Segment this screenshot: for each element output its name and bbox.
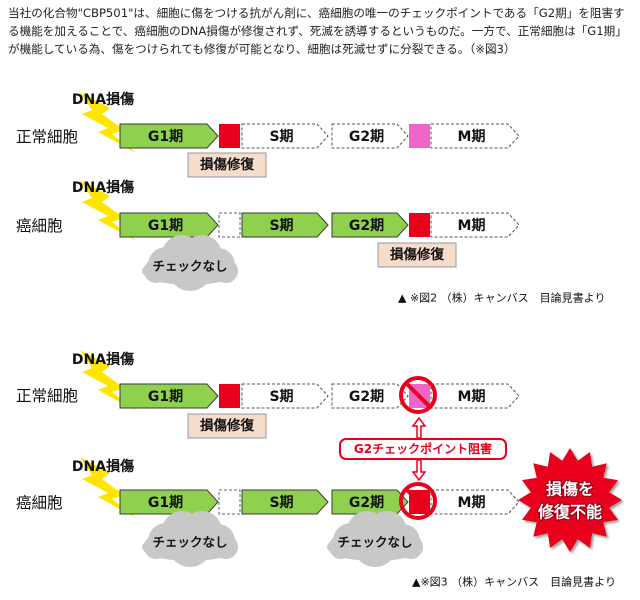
fig2-normal-g1-phase (119, 123, 219, 149)
fig3-normal-repair-box-label: 損傷修復 (200, 417, 254, 434)
fig2-cancer-g1-phase (119, 212, 219, 238)
fig2-cancer-g2-checkpoint (409, 213, 430, 237)
fig3-g2-block-label: G2チェックポイント阻害 (354, 441, 492, 456)
fig2-cancer-g2-phase-label: G2期 (349, 218, 384, 234)
fig2-cancer-lightning (80, 180, 138, 242)
fig3-cancer-g2-phase-label: G2期 (349, 495, 384, 511)
fig3-block-arrow-down-icon (411, 459, 427, 482)
fig2-normal-g1-phase-label: G1期 (148, 129, 183, 145)
fig3-normal-g2-phase-label: G2期 (349, 389, 384, 405)
fig2-cancer-g1-phase-label: G1期 (148, 218, 183, 234)
fig3-normal-prohibit-icon (399, 376, 437, 414)
fig3-normal-s-phase (241, 383, 329, 409)
fig3-cancer-dna-damage-label: DNA損傷 (72, 458, 134, 475)
fig2-normal-s-phase-label: S期 (269, 129, 293, 145)
fig2-cancer-repair-box (377, 242, 457, 268)
fig3-normal-lightning (80, 350, 138, 412)
fig3-cancer-m-phase-label: M期 (458, 495, 486, 511)
fig2-normal-repair-box-label: 損傷修復 (200, 156, 254, 173)
fig3-normal-cell-label: 正常細胞 (16, 387, 78, 405)
fig3-g2-block-box (339, 438, 507, 460)
fig2-cancer-m-phase-label: M期 (458, 218, 486, 234)
fig3-normal-g1-checkpoint (219, 384, 240, 408)
fig2-normal-repair-box (187, 152, 267, 178)
fig3-caption: ▲※図3 （株）キャンバス 目論見書より (412, 575, 616, 589)
fig3-cannot-repair-line1: 損傷を (546, 480, 594, 499)
fig3-cannot-repair-burst (518, 448, 622, 552)
fig3-normal-m-phase-label: M期 (458, 389, 486, 405)
fig3-no-check-cloud-1-label: チェックなし (152, 535, 227, 550)
fig3-normal-g1-phase-label: G1期 (148, 389, 183, 405)
fig3-no-check-cloud-2: チェックなし (327, 511, 423, 567)
fig2-normal-dna-damage-label: DNA損傷 (72, 91, 134, 108)
fig2-normal-lightning (80, 92, 138, 154)
fig3-no-check-cloud-1: チェックなし (142, 511, 238, 567)
fig3-cancer-s-phase-label: S期 (269, 495, 293, 511)
fig2-cancer-cell-label: 癌細胞 (16, 217, 63, 235)
fig2-normal-m-phase-label: M期 (458, 129, 486, 145)
fig3-block-arrow-up-icon (411, 416, 427, 439)
fig2-no-check-cloud-label: チェックなし (152, 259, 227, 274)
intro-text: 当社の化合物"CBP501"は、細胞に傷をつける抗がん剤に、癌細胞の唯一のチェッ… (8, 6, 627, 56)
fig2-normal-g1-checkpoint (219, 124, 240, 148)
fig3-normal-s-phase-label: S期 (269, 389, 293, 405)
fig2-cancer-s-phase-label: S期 (269, 218, 293, 234)
fig2-caption: ▲ ※図2 （株）キャンバス 目論見書より (398, 291, 605, 305)
fig2-normal-g2-checkpoint (409, 124, 430, 148)
fig2-no-check-cloud: チェックなし (142, 235, 238, 291)
fig3-cancer-cell-label: 癌細胞 (16, 494, 63, 512)
fig3-cancer-g1-checkpoint (218, 489, 241, 515)
fig3-cannot-repair-line2: 修復不能 (537, 503, 602, 522)
fig3-normal-g2-phase (331, 383, 409, 409)
fig2-cancer-m-phase (430, 212, 520, 238)
fig2-cancer-g2-phase (331, 212, 409, 238)
fig3-cancer-g1-phase (119, 489, 219, 515)
fig2-cancer-g1-checkpoint (218, 212, 241, 238)
fig2-normal-s-phase (241, 123, 329, 149)
fig2-normal-g2-phase-label: G2期 (349, 129, 384, 145)
fig3-no-check-cloud-2-label: チェックなし (337, 535, 412, 550)
fig3-normal-dna-damage-label: DNA損傷 (72, 351, 134, 368)
fig2-normal-cell-label: 正常細胞 (16, 128, 78, 146)
fig3-cancer-s-phase (241, 489, 329, 515)
fig3-normal-g1-phase (119, 383, 219, 409)
fig3-normal-repair-box (187, 413, 267, 439)
fig2-cancer-dna-damage-label: DNA損傷 (72, 179, 134, 196)
fig3-cancer-lightning (80, 457, 138, 519)
fig3-cancer-prohibit-icon (399, 482, 437, 520)
fig2-cancer-s-phase (241, 212, 329, 238)
fig3-cancer-g1-phase-label: G1期 (148, 495, 183, 511)
fig2-cancer-repair-box-label: 損傷修復 (390, 246, 444, 263)
fig2-normal-g2-phase (331, 123, 409, 149)
fig2-normal-m-phase (430, 123, 520, 149)
